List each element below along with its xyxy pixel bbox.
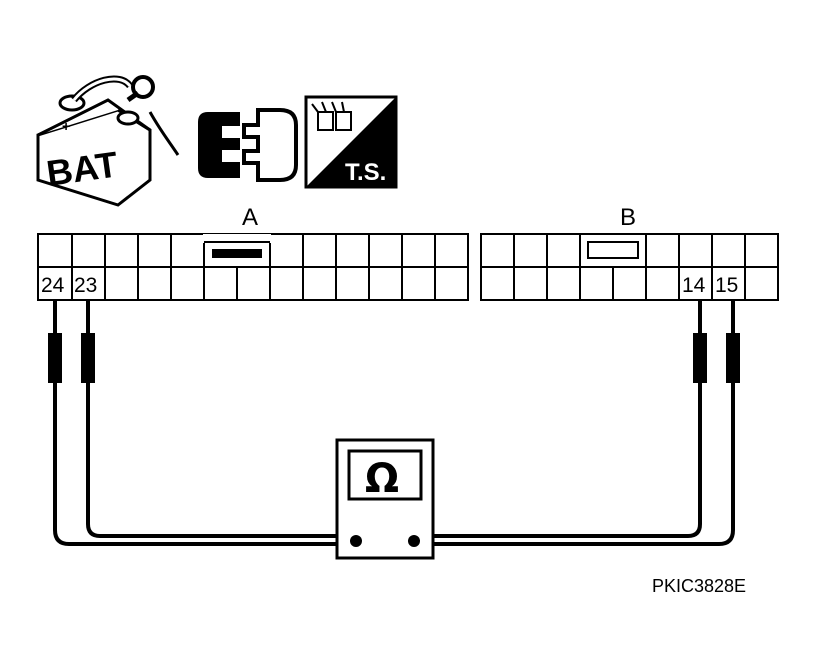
ohm-symbol: Ω bbox=[365, 456, 399, 502]
svg-text:+: + bbox=[62, 118, 70, 134]
connector-b bbox=[480, 233, 779, 301]
tech-service-label: T.S. bbox=[345, 159, 386, 186]
pin-label-14: 14 bbox=[682, 274, 706, 297]
probe-grip-14 bbox=[693, 333, 707, 383]
battery-label: BAT bbox=[44, 143, 120, 194]
meter-terminal-right bbox=[408, 535, 420, 547]
tech-service-icon: T.S. bbox=[304, 95, 398, 189]
connector-a bbox=[37, 233, 469, 301]
probe-grip-23 bbox=[81, 333, 95, 383]
test-leads bbox=[53, 300, 735, 546]
probe-grip-15 bbox=[726, 333, 740, 383]
pin-label-15: 15 bbox=[715, 274, 738, 297]
probe-grip-24 bbox=[48, 333, 62, 383]
battery-icon: + BAT bbox=[36, 75, 180, 207]
connector-a-label: A bbox=[242, 204, 258, 231]
connector-disconnect-icon bbox=[198, 108, 298, 182]
ohmmeter: Ω bbox=[335, 438, 435, 560]
pin-label-23: 23 bbox=[74, 274, 97, 297]
reference-code: PKIC3828E bbox=[652, 576, 747, 596]
meter-terminal-left bbox=[350, 535, 362, 547]
connector-b-lock bbox=[587, 241, 639, 259]
pin-label-24: 24 bbox=[41, 274, 65, 297]
connector-b-label: B bbox=[620, 204, 636, 231]
connector-a-lock bbox=[212, 249, 262, 258]
